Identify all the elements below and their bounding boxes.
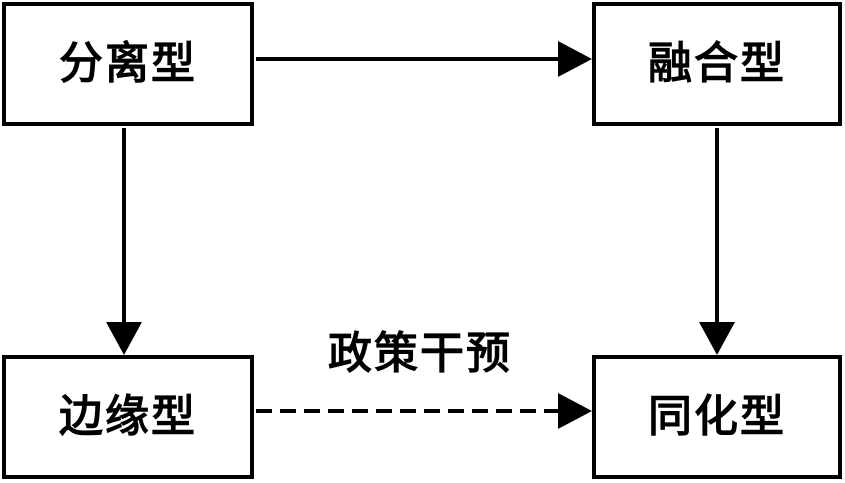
node-label-marginalization: 边缘型 — [59, 391, 197, 442]
edge-marginalization-to-assimilation — [256, 393, 592, 429]
arrowhead-right-icon — [558, 41, 592, 77]
edge-separation-to-integration — [256, 41, 592, 77]
edge-integration-to-assimilation — [699, 128, 735, 355]
node-label-integration: 融合型 — [648, 38, 786, 89]
arrowhead-down-icon — [699, 322, 735, 355]
node-assimilation: 同化型 — [592, 355, 842, 479]
node-label-separation: 分离型 — [59, 38, 197, 89]
node-label-assimilation: 同化型 — [648, 391, 786, 442]
node-separation: 分离型 — [2, 2, 254, 126]
edge-separation-to-marginalization — [106, 128, 142, 355]
arrowhead-down-icon — [106, 322, 142, 355]
node-integration: 融合型 — [592, 2, 842, 126]
node-marginalization: 边缘型 — [2, 355, 254, 479]
policy-intervention-label: 政策干预 — [328, 328, 512, 379]
arrowhead-right-icon — [558, 393, 592, 429]
